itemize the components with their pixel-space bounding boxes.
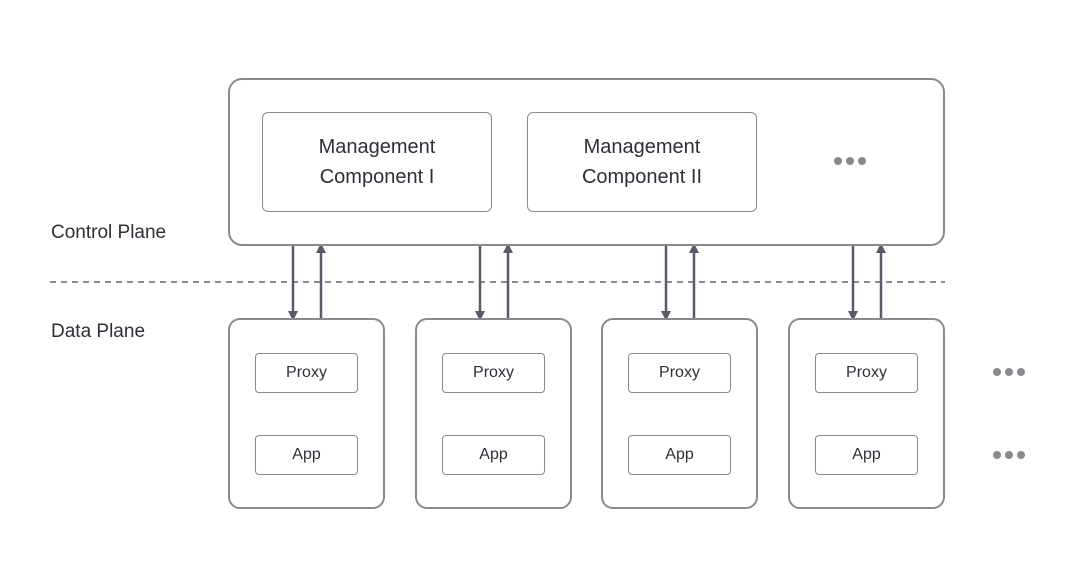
ellipsis-dot bbox=[858, 157, 866, 165]
pod-1 bbox=[228, 318, 385, 509]
control-more-indicator bbox=[834, 157, 866, 165]
control-plane-label: Control Plane bbox=[51, 222, 167, 243]
proxy-box-4: Proxy bbox=[815, 353, 918, 393]
app-box-3: App bbox=[628, 435, 731, 475]
ellipsis-dot bbox=[1017, 368, 1025, 376]
management-component-2: Management Component II bbox=[527, 112, 757, 212]
proxy-box-1: Proxy bbox=[255, 353, 358, 393]
ellipsis-dot bbox=[993, 451, 1001, 459]
pod-3 bbox=[601, 318, 758, 509]
ellipsis-dot bbox=[834, 157, 842, 165]
ellipsis-dot bbox=[993, 368, 1001, 376]
app-box-2: App bbox=[442, 435, 545, 475]
management-component-1: Management Component I bbox=[262, 112, 492, 212]
proxy-box-2: Proxy bbox=[442, 353, 545, 393]
ellipsis-dot bbox=[1005, 368, 1013, 376]
ellipsis-dot bbox=[1017, 451, 1025, 459]
app-box-4: App bbox=[815, 435, 918, 475]
ellipsis-dot bbox=[1005, 451, 1013, 459]
app-box-1: App bbox=[255, 435, 358, 475]
data-plane-label: Data Plane bbox=[51, 321, 146, 342]
ellipsis-dot bbox=[846, 157, 854, 165]
proxy-box-3: Proxy bbox=[628, 353, 731, 393]
data-more-indicator-app bbox=[993, 451, 1025, 459]
data-more-indicator-proxy bbox=[993, 368, 1025, 376]
pod-4 bbox=[788, 318, 945, 509]
pod-2 bbox=[415, 318, 572, 509]
